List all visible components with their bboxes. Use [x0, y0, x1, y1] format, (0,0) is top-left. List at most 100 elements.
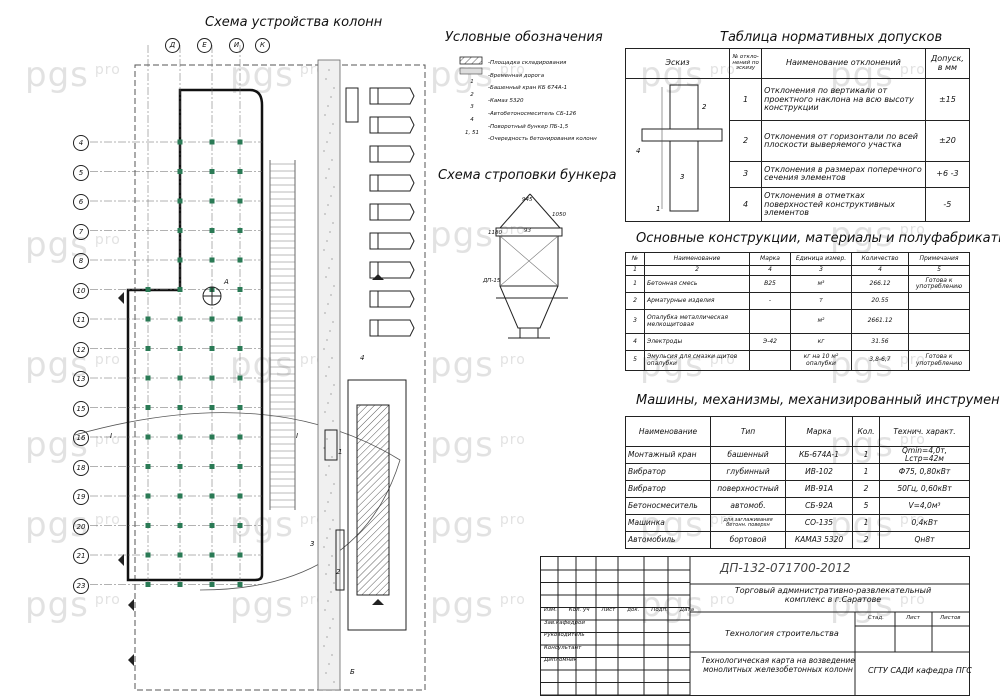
col-header: № [625, 252, 645, 266]
organization: СГТУ САДИ кафедра ПГС [868, 666, 972, 675]
axis-bubble-left: 5 [73, 164, 89, 181]
table-cell: Ф75, 0,80кВт [879, 463, 970, 481]
tolerance-name: Отклонения по вертикали от проектного на… [761, 77, 926, 122]
axis-bubble-left: 6 [73, 194, 89, 210]
table-cell: Бетоносмеситель [625, 497, 711, 515]
tolerances-table: Эскиз № откло-нений по эскизу Наименован… [624, 48, 971, 223]
legend-mark-4: 4 [470, 117, 474, 124]
table-cell: ИВ-102 [785, 463, 853, 481]
table-cell: ИВ-91А [785, 480, 853, 498]
axis-bubble-left: 11 [73, 312, 89, 328]
watermark-sub: pro [499, 591, 526, 608]
axis-bubble-left: 7 [73, 223, 89, 240]
column-plan [74, 45, 426, 691]
col-header: Наименование [644, 252, 750, 266]
table-cell: Вибратор [625, 480, 711, 498]
table-cell: - [749, 292, 791, 310]
machines-title: Машины, механизмы, механизированный инст… [636, 393, 1000, 408]
plan-label-b: Б [350, 668, 355, 676]
sling-dim-1: 945 [522, 197, 533, 203]
legend-item: -Камаз 5320 [488, 98, 524, 105]
axis-bubble-left: 4 [73, 135, 89, 151]
table-cell: 2661.12 [851, 309, 909, 334]
tb-role: Консультант [544, 644, 582, 651]
section-name: Технология строительства [725, 629, 839, 638]
col-number: 4 [749, 265, 791, 276]
col-header: Количество [851, 252, 909, 266]
legend-symbols [459, 56, 483, 75]
title-block-columns: Изм. Кол. уч Лист док. Подп. Дата [544, 607, 694, 613]
plan-label-1: 1 [338, 448, 343, 456]
table-cell: бортовой [710, 531, 786, 549]
col-header: Технич. характ. [879, 416, 970, 447]
tolerance-name: Отклонения от горизонтали по всей плоско… [761, 120, 926, 162]
plan-label-2: 2 [336, 568, 341, 576]
table-cell: СБ-92А [785, 497, 853, 515]
legend-item: -Поворотный бункер ПБ-1,5 [488, 123, 569, 130]
table-cell: Арматурные изделия [644, 292, 750, 310]
plan-label-a: А [224, 278, 229, 286]
col-header: Эскиз [624, 48, 731, 79]
watermark-sub: pro [499, 511, 526, 528]
tb-col-label: Кол. уч [568, 607, 590, 613]
table-cell: КАМАЗ 5320 [785, 531, 853, 549]
plan-label-section-1: I [296, 432, 299, 440]
axis-bubble-left: 16 [73, 430, 89, 446]
tb-col-label: Подп. [651, 607, 668, 613]
table-cell: 2 [852, 531, 880, 549]
table-cell: СО-135 [785, 514, 853, 532]
axis-bubble-top: Д [165, 38, 180, 53]
col-header: Марка [785, 416, 853, 447]
table-cell: В25 [749, 275, 791, 293]
col-header: № откло-нений по эскизу [729, 48, 763, 79]
tolerances-title: Таблица нормативных допусков [720, 30, 943, 45]
tolerance-num: 4 [729, 187, 763, 223]
legend-item: -Площадка складирования [488, 60, 567, 66]
sling-dim-3: 93 [524, 228, 531, 234]
svg-text:2: 2 [702, 103, 707, 111]
col-header: Единица измер. [790, 252, 852, 266]
table-cell: 31.56 [851, 333, 909, 351]
table-cell: кг на 10 м² опалубки [790, 350, 852, 371]
axis-bubble-top: Е [197, 38, 212, 53]
table-cell: 5 [625, 350, 645, 371]
watermark-sub: pro [499, 431, 526, 448]
col-number: 5 [908, 265, 970, 276]
table-cell [749, 309, 791, 334]
col-header: Марка [749, 252, 791, 266]
table-cell: 1 [852, 463, 880, 481]
table-cell: кг [790, 333, 852, 351]
table-cell: Qmin=4,0т, Lстр=42м [879, 446, 970, 464]
table-cell: 1 [852, 514, 880, 532]
col-header: Тип [710, 416, 786, 447]
axis-bubble-left: 8 [73, 253, 89, 269]
tolerance-num: 1 [729, 77, 763, 122]
table-cell: т [790, 292, 852, 310]
table-cell: 0,4кВт [879, 514, 970, 532]
col-header: Допуск, в мм [924, 48, 971, 79]
table-cell: Автомобиль [625, 531, 711, 549]
storage-area [356, 404, 390, 596]
stage-label: Стад. [868, 615, 884, 621]
legend-item: -Временная дорога [488, 72, 545, 79]
sheet-title: Технологическая карта на возведение моно… [701, 656, 855, 674]
axis-bubble-left: 10 [73, 282, 89, 299]
table-cell: КБ-674А-1 [785, 446, 853, 464]
svg-text:1: 1 [656, 205, 660, 213]
table-cell: башенный [710, 446, 786, 464]
machines-table: Наименование Тип Марка Кол. Технич. хара… [625, 416, 970, 549]
materials-table: № Наименование Марка Единица измер. Коли… [625, 252, 970, 371]
col-header: Кол. [852, 416, 880, 447]
tb-col-label: Изм. [544, 607, 557, 613]
legend-list: -Площадка складирования -Временная дорог… [488, 57, 597, 146]
